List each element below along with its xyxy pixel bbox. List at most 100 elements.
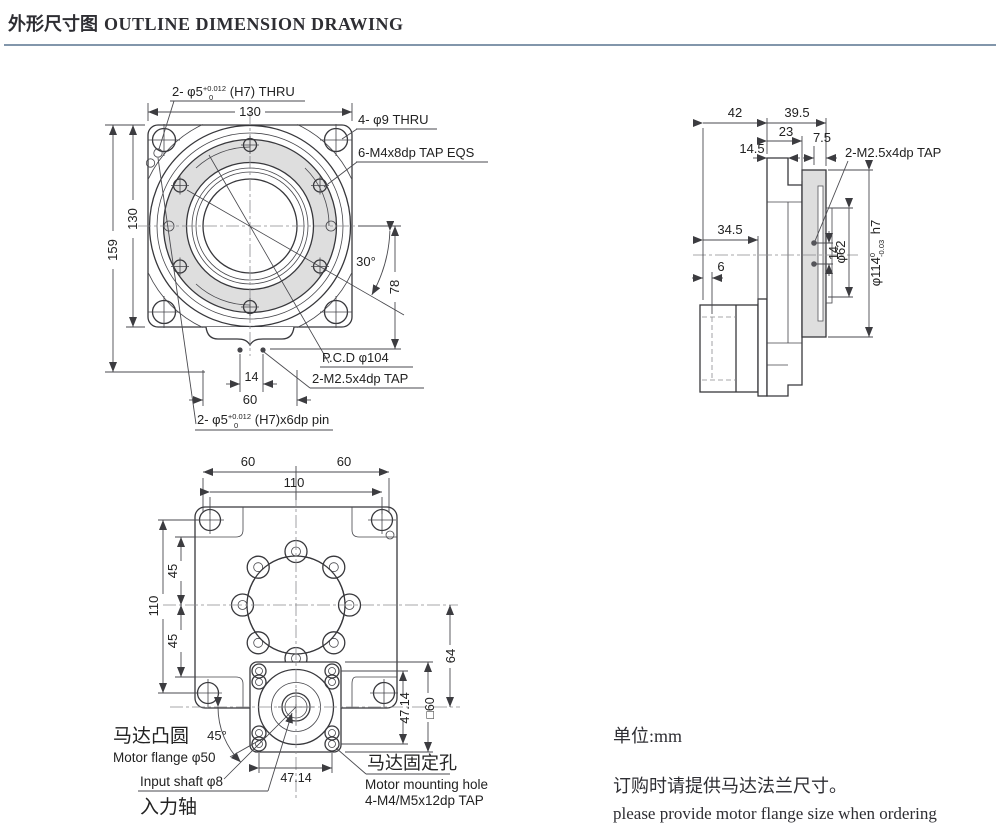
front-pin-hole-1 (153, 148, 163, 158)
rear-dim-47-14-v: 47.14 (341, 670, 412, 745)
rear-dim-47-14-v-label: 47.14 (398, 692, 412, 723)
side-dim-34-5: 34.5 (693, 222, 759, 303)
front-dim-159: 159 (105, 124, 205, 373)
side-dim-14-5-label: 14.5 (739, 141, 764, 156)
front-bottom-dot-left (237, 347, 243, 353)
front-corner-reliefs (148, 124, 352, 328)
side-dim-23-label: 23 (779, 124, 793, 139)
front-dim-14-label: 14 (245, 370, 259, 384)
side-tap-hole-2 (811, 261, 817, 267)
side-dim-114-label: φ1140-0.03 h7 (868, 220, 886, 287)
side-dim-39-5-label: 39.5 (784, 105, 809, 120)
rear-label-motor-flange-cn: 马达凸圆 (113, 725, 189, 747)
rear-label-input-shaft: Input shaft φ8 入力轴 (138, 712, 293, 818)
rear-angle-45-label: 45° (207, 728, 227, 743)
front-label-taps-m4-text: 6-M4x8dp TAP EQS (358, 145, 475, 160)
side-dim-62: φ62 (828, 198, 853, 298)
rear-dim-64: 64 (443, 605, 458, 707)
rear-motor-mount-holes (251, 663, 340, 752)
side-flange-slot (817, 185, 824, 322)
rear-dim-110-top: 110 (200, 475, 383, 514)
rear-dim-sq60: □60 (345, 661, 437, 753)
page-title: 外形尺寸图 OUTLINE DIMENSION DRAWING (8, 10, 404, 36)
side-dim-42: 42 (693, 105, 768, 300)
page-title-cn: 外形尺寸图 (8, 14, 98, 34)
front-corner-holes (148, 124, 352, 328)
rear-dim-47-14-h: 47.14 (249, 753, 333, 785)
front-radial-30 (186, 189, 405, 316)
front-label-holes-9: 4- φ9 THRU (341, 112, 437, 140)
rear-dim-45-upper: 45 (165, 536, 196, 605)
front-bottom-dot-right (260, 347, 266, 353)
front-dim-130-left: 130 (125, 124, 145, 328)
page-title-en: OUTLINE DIMENSION DRAWING (104, 14, 404, 34)
rear-dim-47-14-h-label: 47.14 (280, 771, 311, 785)
front-dim-14: 14 (226, 354, 277, 392)
front-radial-60 (208, 154, 330, 364)
front-label-holes-9-text: 4- φ9 THRU (358, 112, 429, 127)
rear-dim-45-lower-label: 45 (165, 634, 180, 648)
side-dim-14-label: 14 (827, 246, 841, 260)
notes-block: 单位:mm 订购时请提供马达法兰尺寸。 please provide motor… (613, 722, 937, 824)
side-dim-7-5-label: 7.5 (813, 130, 831, 145)
front-dim-130-top: 130 (147, 103, 353, 121)
rear-label-mount-en2: 4-M4/M5x12dp TAP (365, 793, 484, 808)
side-dim-14-5: 14.5 (739, 141, 800, 162)
rear-corner-reliefs (195, 507, 397, 708)
rear-label-mount-en1: Motor mounting hole (365, 777, 488, 792)
rear-dim-110-top-label: 110 (284, 475, 305, 490)
side-label-taps-m25: 2-M2.5x4dp TAP (814, 145, 941, 242)
side-dim-23: 23 (757, 124, 803, 181)
front-m4-taps (171, 136, 329, 316)
rear-angle-45: 45° (207, 696, 297, 780)
side-dim-14: 14 (816, 231, 841, 276)
front-angle-30-label: 30° (356, 254, 376, 269)
rear-dim-64-label: 64 (443, 649, 458, 663)
rear-label-input-shaft-cn: 入力轴 (140, 796, 197, 818)
side-dim-6-label: 6 (717, 259, 724, 274)
rear-dim-45-lower: 45 (165, 605, 196, 678)
front-pcd-hole-right (325, 220, 337, 232)
rear-dim-60-60: 60 60 (202, 454, 390, 513)
front-dim-60-label: 60 (243, 392, 257, 407)
side-motor-block (699, 304, 759, 393)
order-note-cn: 订购时请提供马达法兰尺寸。 (613, 776, 847, 796)
title-underline (4, 44, 996, 46)
side-dim-114: φ1140-0.03 h7 (828, 160, 886, 338)
front-dim-130-left-label: 130 (125, 208, 140, 230)
rear-label-mounting-hole: 马达固定孔 Motor mounting hole 4-M4/M5x12dp T… (335, 747, 488, 808)
front-label-taps-m4: 6-M4x8dp TAP EQS (323, 145, 488, 188)
side-dim-7-5: 7.5 (803, 130, 837, 165)
front-view: 130 130 159 (105, 84, 488, 431)
rear-dim-60-right-label: 60 (337, 454, 351, 469)
front-label-taps-m25: 2-M2.5x4dp TAP (263, 351, 424, 389)
front-angle-30: 30° (356, 220, 395, 296)
rear-label-motor-flange-en: Motor flange φ50 (113, 750, 216, 765)
side-dim-62-label: φ62 (833, 241, 848, 264)
front-dim-78-label: 78 (387, 280, 402, 294)
side-label-taps-m25-text: 2-M2.5x4dp TAP (845, 145, 941, 160)
side-spacer (757, 298, 768, 397)
side-dim-34-5-label: 34.5 (717, 222, 742, 237)
front-pin-hole-2 (145, 158, 156, 168)
side-tap-hole-1 (811, 240, 817, 246)
rear-label-motor-flange: 马达凸圆 Motor flange φ50 (113, 725, 268, 765)
front-dim-60: 60 (189, 370, 311, 407)
rear-view: 45° 60 60 110 (113, 454, 488, 818)
front-label-taps-m25-text: 2-M2.5x4dp TAP (312, 371, 408, 386)
rear-dim-45-upper-label: 45 (165, 564, 180, 578)
rear-dim-110-left: 110 (146, 519, 200, 694)
side-body-outline (766, 157, 803, 397)
front-label-pcd-text: P.C.D φ104 (322, 350, 389, 365)
unit-label: 单位:mm (613, 726, 683, 746)
rear-label-mount-cn: 马达固定孔 (367, 753, 457, 773)
front-pcd-hole-left (163, 220, 175, 232)
order-note-en: please provide motor flange size when or… (613, 804, 937, 823)
rear-label-input-shaft-en: Input shaft φ8 (140, 774, 223, 789)
